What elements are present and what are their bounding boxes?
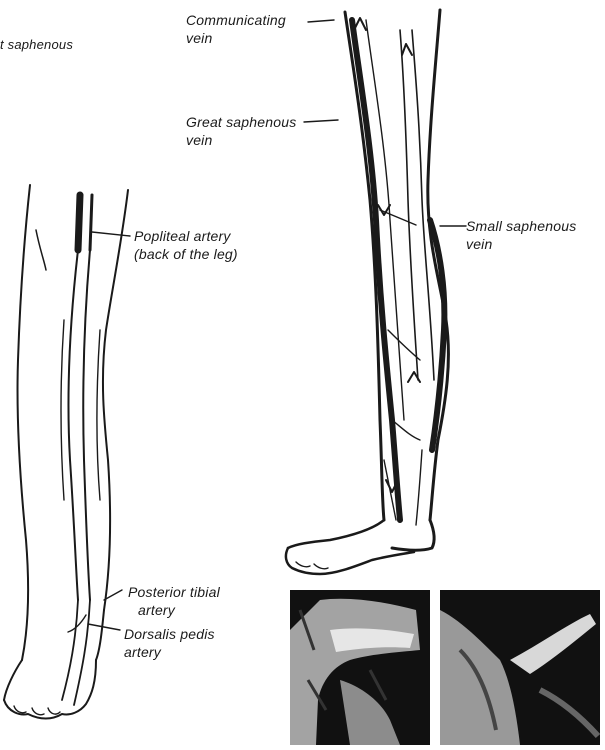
foot-photo-left-graphic — [290, 590, 430, 745]
great-saphenous-label-line2: vein — [186, 132, 212, 149]
foot-photo-right-graphic — [440, 590, 600, 745]
right-leg-drawing — [286, 10, 449, 574]
dorsalis-pedis-label-line2: artery — [124, 644, 161, 661]
great-saphenous-label-line1: Great saphenous — [186, 114, 296, 131]
dorsalis-pedis-label-line1: Dorsalis pedis — [124, 626, 215, 643]
foot-photo-right — [440, 590, 600, 745]
communicating-vein-label-line1: Communicating — [186, 12, 286, 29]
left-leg-drawing — [4, 185, 128, 719]
posterior-tibial-label-line1: Posterior tibial — [128, 584, 220, 601]
small-saphenous-label-line2: vein — [466, 236, 492, 253]
small-saphenous-label-line1: Small saphenous — [466, 218, 576, 235]
communicating-vein-label-line2: vein — [186, 30, 212, 47]
label-leader-lines — [88, 20, 466, 630]
posterior-tibial-label-line2: artery — [138, 602, 175, 619]
saphenous-partial-label: t saphenous — [0, 36, 73, 53]
foot-photo-left — [290, 590, 430, 745]
popliteal-artery-label-line1: Popliteal artery — [134, 228, 231, 245]
popliteal-artery-label-line2: (back of the leg) — [134, 246, 238, 263]
